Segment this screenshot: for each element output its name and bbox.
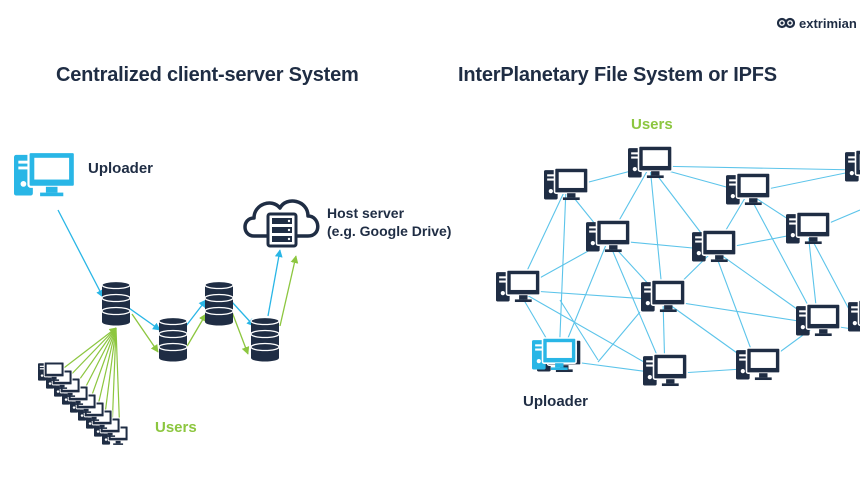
peer-link — [517, 289, 666, 375]
user-request-line — [87, 327, 117, 407]
cloud-server-icon — [243, 199, 320, 248]
peer-computer-icon — [641, 279, 686, 313]
right-title: InterPlanetary File System or IPFS — [458, 64, 777, 86]
host-server-label: Host server — [327, 205, 405, 221]
peer-computer-icon — [796, 303, 841, 337]
peer-computer-icon — [845, 149, 860, 182]
connection-line — [231, 301, 255, 327]
user-request-line — [63, 327, 117, 383]
user-request-line — [55, 327, 117, 375]
peer-computer-icon — [643, 353, 688, 387]
peer-computer-icon — [786, 211, 831, 245]
peer-computer-icon — [726, 172, 771, 206]
peer-computer-icon — [496, 269, 541, 303]
left-title: Centralized client-server System — [56, 64, 359, 86]
ipfs-uploader-computer-icon — [532, 337, 577, 371]
connection-line — [267, 249, 283, 317]
peer-link — [649, 165, 664, 301]
peer-link — [607, 239, 666, 375]
host-server-example-label: (e.g. Google Drive) — [327, 223, 452, 239]
connection-line — [125, 305, 161, 331]
user-request-line — [103, 327, 117, 423]
connection-line — [279, 255, 299, 327]
connection-line — [185, 313, 207, 349]
peer-link — [662, 299, 819, 325]
uploader-upload-arrow — [57, 209, 104, 298]
connection-line — [131, 313, 159, 353]
peer-link — [597, 311, 641, 363]
peer-computer-icon — [736, 347, 781, 381]
left-users-label: Users — [155, 419, 197, 436]
peer-computer-icon — [628, 145, 673, 179]
peer-computer-icon — [544, 167, 589, 201]
user-request-line — [111, 327, 117, 431]
peer-link — [559, 299, 599, 361]
peer-link — [517, 289, 664, 301]
logo-icon — [777, 17, 795, 29]
brand-name: extrimian — [799, 16, 857, 31]
user-request-line — [95, 327, 117, 415]
peer-link — [558, 187, 567, 361]
peer-link — [649, 165, 860, 171]
peer-link — [747, 192, 819, 325]
peer-computer-icon — [692, 229, 737, 263]
peer-computer-icon — [848, 299, 860, 332]
connection-line — [185, 299, 207, 327]
uploader-computer-icon — [14, 150, 76, 197]
database-icon — [101, 280, 131, 326]
database-icon — [250, 316, 280, 362]
right-users-label: Users — [631, 116, 673, 133]
database-icon — [158, 316, 188, 362]
right-uploader-label: Uploader — [523, 393, 589, 410]
peer-computer-icon — [586, 219, 631, 253]
user-computer-icon — [38, 361, 65, 381]
connection-line — [231, 311, 250, 355]
left-uploader-label: Uploader — [88, 160, 154, 177]
database-icon — [204, 280, 234, 326]
